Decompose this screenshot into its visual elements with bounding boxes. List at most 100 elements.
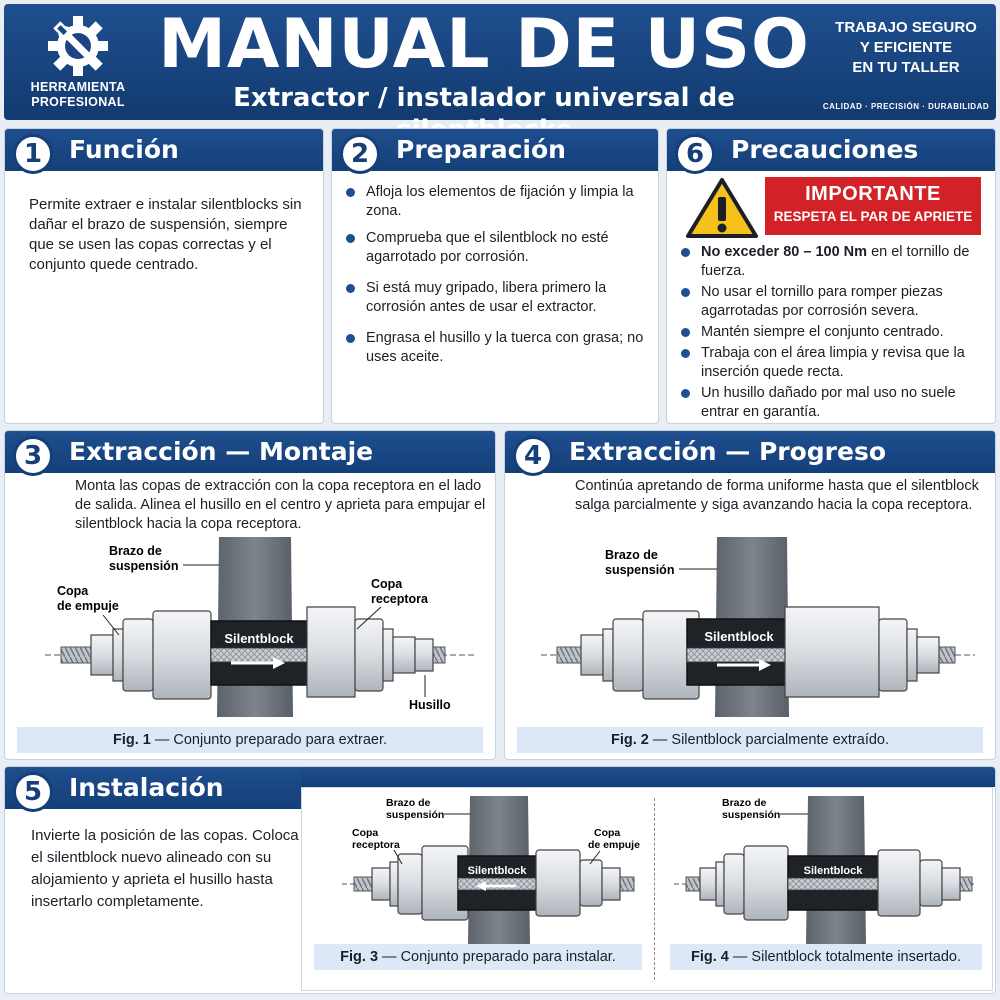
list-item: Si está muy gripado, libera primero la c… (340, 279, 652, 317)
quality-tags: CALIDAD · PRECISIÓN · DURABILIDAD (822, 102, 990, 111)
label-copa: Copa (594, 827, 620, 839)
list-item: Comprueba que el silentblock no esté aga… (340, 229, 652, 267)
panel-instalacion: 5 Instalación Invierte la posición de la… (4, 766, 996, 994)
panel-progreso-header: 4 Extracción — Progreso (505, 431, 995, 476)
receiving-cup (306, 606, 356, 698)
label-suspension: suspensión (109, 559, 178, 573)
label-brazo: Brazo de (109, 544, 162, 558)
fig4-label: Fig. 4 (691, 949, 729, 965)
silentblock-label: Silentblock (468, 865, 528, 877)
panel-progreso-title: Extracción — Progreso (569, 437, 887, 466)
step-number-badge: 1 (13, 134, 53, 174)
torque-limit-rest: en el tornillo de fuerza. (701, 244, 970, 279)
label-suspension: suspensión (386, 809, 444, 821)
panel-preparacion-header: 2 Preparación (332, 129, 658, 174)
panel-funcion: 1 Función Permite extraer e instalar sil… (4, 128, 324, 424)
fig3-label: Fig. 3 (340, 949, 379, 965)
label-de-empuje: de empuje (588, 839, 640, 851)
label-brazo: Brazo de (722, 797, 767, 809)
push-cup (612, 618, 644, 692)
panel-instalacion-header: 5 Instalación (5, 767, 301, 812)
slogan-line2: Y EFICIENTE (859, 39, 953, 56)
label-suspension: suspensión (722, 809, 780, 821)
push-cup (535, 849, 581, 917)
step-number-badge: 3 (13, 436, 53, 476)
preparacion-list: Afloja los elementos de fijación y limpi… (340, 183, 652, 367)
fig4-diagram: Silentblock Brazo de suspensión (674, 796, 974, 944)
panel-montaje-title: Extracción — Montaje (69, 437, 374, 466)
push-cup (122, 618, 154, 692)
fig3-caption: Fig. 3 — Conjunto preparado para instala… (314, 944, 642, 970)
step-number-badge: 5 (13, 772, 53, 812)
silentblock-label: Silentblock (224, 631, 294, 646)
logo-line1: HERRAMIENTA (30, 80, 126, 94)
montaje-text: Monta las copas de extracción con la cop… (75, 478, 486, 532)
panel-funcion-header: 1 Función (5, 129, 323, 174)
list-item: No usar el tornillo para romper piezas a… (675, 283, 991, 321)
fig2-text: — Silentblock parcialmente extraído. (648, 732, 890, 748)
fig1-diagram: Silentblock Brazo de suspensión Copa de … (45, 537, 475, 717)
fig4-text: — Silentblock totalmente insertado. (728, 949, 961, 965)
fig1-text: — Conjunto preparado para extraer. (150, 732, 388, 748)
label-copa: Copa (57, 584, 89, 598)
fig3-text: — Conjunto preparado para instalar. (378, 949, 616, 965)
fig4-caption: Fig. 4 — Silentblock totalmente insertad… (670, 944, 982, 970)
important-title: IMPORTANTE (805, 183, 941, 205)
logo-line2: PROFESIONAL (31, 95, 125, 109)
label-de-empuje: de empuje (57, 599, 119, 613)
fig2-caption: Fig. 2 — Silentblock parcialmente extraí… (517, 727, 983, 753)
slogan-line3: EN TU TALLER (852, 59, 960, 76)
fig1-caption: Fig. 1 — Conjunto preparado para extraer… (17, 727, 483, 753)
panel-preparacion: 2 Preparación Afloja los elementos de fi… (331, 128, 659, 424)
panel-montaje-header: 3 Extracción — Montaje (5, 431, 495, 476)
step-number-badge: 4 (513, 436, 553, 476)
torque-limit: No exceder 80 – 100 Nm (701, 244, 868, 260)
instalacion-figures: Silentblock Brazo de suspensión Copa rec… (301, 787, 993, 991)
silentblock-label: Silentblock (704, 629, 774, 644)
arrow-right-icon (759, 659, 771, 671)
arrow-left-icon (476, 881, 486, 891)
list-item: No exceder 80 – 100 Nm en el tornillo de… (675, 243, 991, 281)
label-copa: Copa (371, 577, 403, 591)
slogan-line1: TRABAJO SEGURO (835, 19, 977, 36)
fig1-label: Fig. 1 (112, 732, 151, 748)
fig2-diagram: Silentblock Brazo de suspensión (541, 537, 975, 717)
receiving-cup (784, 606, 880, 698)
gear-wrench-icon (48, 16, 108, 76)
instalacion-text: Invierte la posición de las copas. Coloc… (31, 827, 299, 910)
panel-montaje: 3 Extracción — Montaje Monta las copas d… (4, 430, 496, 760)
page-title: MANUAL DE USO (158, 5, 810, 84)
arrow-right-icon (273, 657, 285, 669)
panel-precauciones-header: 6 Precauciones (667, 129, 995, 174)
fig2-label: Fig. 2 (610, 732, 649, 748)
label-husillo: Husillo (409, 698, 451, 712)
important-banner: IMPORTANTE RESPETA EL PAR DE APRIETE (765, 177, 981, 235)
fig3-diagram: Silentblock Brazo de suspensión Copa rec… (342, 796, 640, 944)
step-number-badge: 6 (675, 134, 715, 174)
panel-precauciones-title: Precauciones (731, 135, 919, 164)
progreso-text: Continúa apretando de forma uniforme has… (575, 478, 979, 513)
warning-triangle-icon (686, 178, 758, 238)
label-suspension: suspensión (605, 563, 674, 577)
list-item: Afloja los elementos de fijación y limpi… (340, 183, 652, 221)
brand-logo: HERRAMIENTA PROFESIONAL (18, 14, 138, 114)
label-receptora: receptora (371, 592, 429, 606)
panel-funcion-title: Función (69, 135, 179, 164)
silentblock-label: Silentblock (804, 865, 864, 877)
important-subtitle: RESPETA EL PAR DE APRIETE (773, 209, 973, 224)
list-item: Trabaja con el área limpia y revisa que … (675, 344, 991, 382)
list-item: Engrasa el husillo y la tuerca con grasa… (340, 329, 652, 367)
label-receptora: receptora (352, 839, 400, 851)
label-brazo: Brazo de (386, 797, 431, 809)
list-item: Un husillo dañado por mal uso no suele e… (675, 384, 991, 422)
step-number-badge: 2 (340, 134, 380, 174)
label-brazo: Brazo de (605, 548, 658, 562)
panel-preparacion-title: Preparación (396, 135, 566, 164)
panel-progreso: 4 Extracción — Progreso Continúa apretan… (504, 430, 996, 760)
header-banner: HERRAMIENTA PROFESIONAL MANUAL DE USO Ex… (4, 4, 996, 145)
funcion-text: Permite extraer e instalar silentblocks … (29, 196, 302, 273)
precauciones-list: No exceder 80 – 100 Nm en el tornillo de… (675, 243, 991, 422)
label-copa: Copa (352, 827, 378, 839)
slogan: TRABAJO SEGURO Y EFICIENTE EN TU TALLER (816, 18, 996, 78)
list-item: Mantén siempre el conjunto centrado. (675, 323, 991, 342)
